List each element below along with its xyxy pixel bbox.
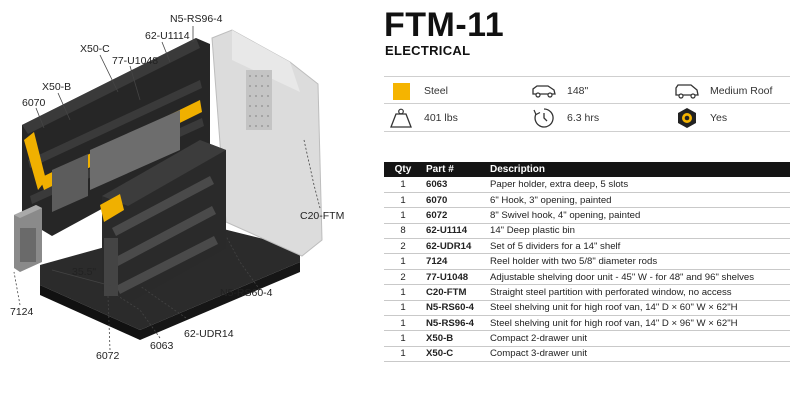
column-header-part: Part # — [422, 162, 486, 177]
perforated-window — [246, 70, 272, 130]
cell-qty: 1 — [384, 284, 422, 301]
cell-part: C20-FTM — [422, 284, 486, 301]
spec-van-length-value: 148" — [567, 85, 589, 97]
spec-van-length: 148" — [531, 81, 588, 101]
callout-77-u1048: 77-U1048 — [112, 55, 159, 67]
cell-qty: 1 — [384, 192, 422, 209]
van-layout-drawing — [13, 26, 323, 351]
dimension-label: 35.5" — [72, 266, 97, 278]
spec-weight: 401 lbs — [388, 108, 458, 128]
divider-mid — [384, 103, 790, 104]
spec-material-value: Steel — [424, 85, 448, 97]
hook-6070 — [24, 132, 46, 190]
cell-description: Straight steel partition with perforated… — [486, 284, 790, 301]
cell-qty: 1 — [384, 300, 422, 317]
column-header-description: Description — [486, 162, 790, 177]
material-swatch-icon — [388, 81, 414, 101]
cell-part: N5-RS96-4 — [422, 315, 486, 332]
cell-qty: 1 — [384, 330, 422, 347]
cell-description: Steel shelving unit for high roof van, 1… — [486, 315, 790, 332]
callout-62-udr14: 62-UDR14 — [184, 328, 234, 340]
callout-6070: 6070 — [22, 97, 46, 109]
weight-icon — [388, 108, 414, 128]
callout-n5-rs60-4: N5-RS60-4 — [220, 287, 273, 299]
van-length-icon — [531, 81, 557, 101]
paper-holder-6063 — [104, 238, 118, 296]
cell-part: 6072 — [422, 207, 486, 224]
cell-part: 7124 — [422, 253, 486, 270]
product-title: FTM-11 — [384, 6, 505, 44]
cell-part: 62-UDR14 — [422, 238, 486, 255]
callout-n5-rs96-4: N5-RS96-4 — [170, 13, 223, 25]
spec-install-time: 6.3 hrs — [531, 108, 599, 128]
product-illustration: N5-RS96-4 62-U1114 X50-C 77-U1048 X50-B … — [0, 0, 372, 402]
cell-description: 6" Hook, 3" opening, painted — [486, 192, 790, 209]
spec-hardware: Yes — [674, 108, 727, 128]
spec-roof: Medium Roof — [674, 81, 772, 101]
cell-part: 62-U1114 — [422, 223, 486, 240]
hardware-nut-icon — [674, 108, 700, 128]
cell-qty: 2 — [384, 269, 422, 286]
cell-part: 77-U1048 — [422, 269, 486, 286]
product-category: ELECTRICAL — [385, 43, 471, 58]
callout-6063: 6063 — [150, 340, 174, 352]
cell-qty: 1 — [384, 177, 422, 193]
cell-qty: 8 — [384, 223, 422, 240]
divider-top — [384, 76, 790, 77]
cell-description: Set of 5 dividers for a 14" shelf — [486, 238, 790, 255]
cell-qty: 1 — [384, 207, 422, 224]
cell-qty: 1 — [384, 346, 422, 363]
spec-hardware-value: Yes — [710, 112, 728, 124]
cell-part: 6070 — [422, 192, 486, 209]
cell-part: X50-C — [422, 346, 486, 363]
column-header-qty: Qty — [384, 162, 422, 177]
divider-bottom — [384, 131, 790, 132]
install-time-icon — [531, 108, 557, 128]
callout-x50-b: X50-B — [42, 81, 72, 93]
callout-c20-ftm: C20-FTM — [300, 210, 345, 222]
spec-weight-value: 401 lbs — [424, 112, 458, 124]
cell-description: Compact 2-drawer unit — [486, 330, 790, 347]
callout-6072: 6072 — [96, 350, 120, 362]
cell-description: 8" Swivel hook, 4" opening, painted — [486, 207, 790, 224]
van-roof-icon — [674, 81, 700, 101]
spec-material: Steel — [388, 81, 448, 101]
parts-table-header: Qty Part # Description — [384, 162, 790, 177]
cell-description: Adjustable shelving door unit - 45" W - … — [486, 269, 790, 286]
cell-description: Reel holder with two 5/8" diameter rods — [486, 253, 790, 270]
cell-part: 6063 — [422, 177, 486, 193]
cell-part: N5-RS60-4 — [422, 300, 486, 317]
cell-qty: 1 — [384, 315, 422, 332]
spec-roof-value: Medium Roof — [710, 85, 773, 97]
cell-description: Compact 3-drawer unit — [486, 346, 790, 363]
callout-7124: 7124 — [10, 306, 34, 318]
reel-holder-7124 — [20, 228, 36, 262]
callout-x50-c: X50-C — [80, 43, 110, 55]
cell-description: Steel shelving unit for high roof van, 1… — [486, 300, 790, 317]
door-unit — [90, 110, 180, 190]
callout-62-u1114: 62-U1114 — [145, 30, 190, 42]
hook-6072 — [100, 194, 124, 222]
cell-part: X50-B — [422, 330, 486, 347]
cell-qty: 2 — [384, 238, 422, 255]
cell-description: 14" Deep plastic bin — [486, 223, 790, 240]
spec-install-time-value: 6.3 hrs — [567, 112, 600, 124]
cell-qty: 1 — [384, 253, 422, 270]
cell-description: Paper holder, extra deep, 5 slots — [486, 177, 790, 193]
